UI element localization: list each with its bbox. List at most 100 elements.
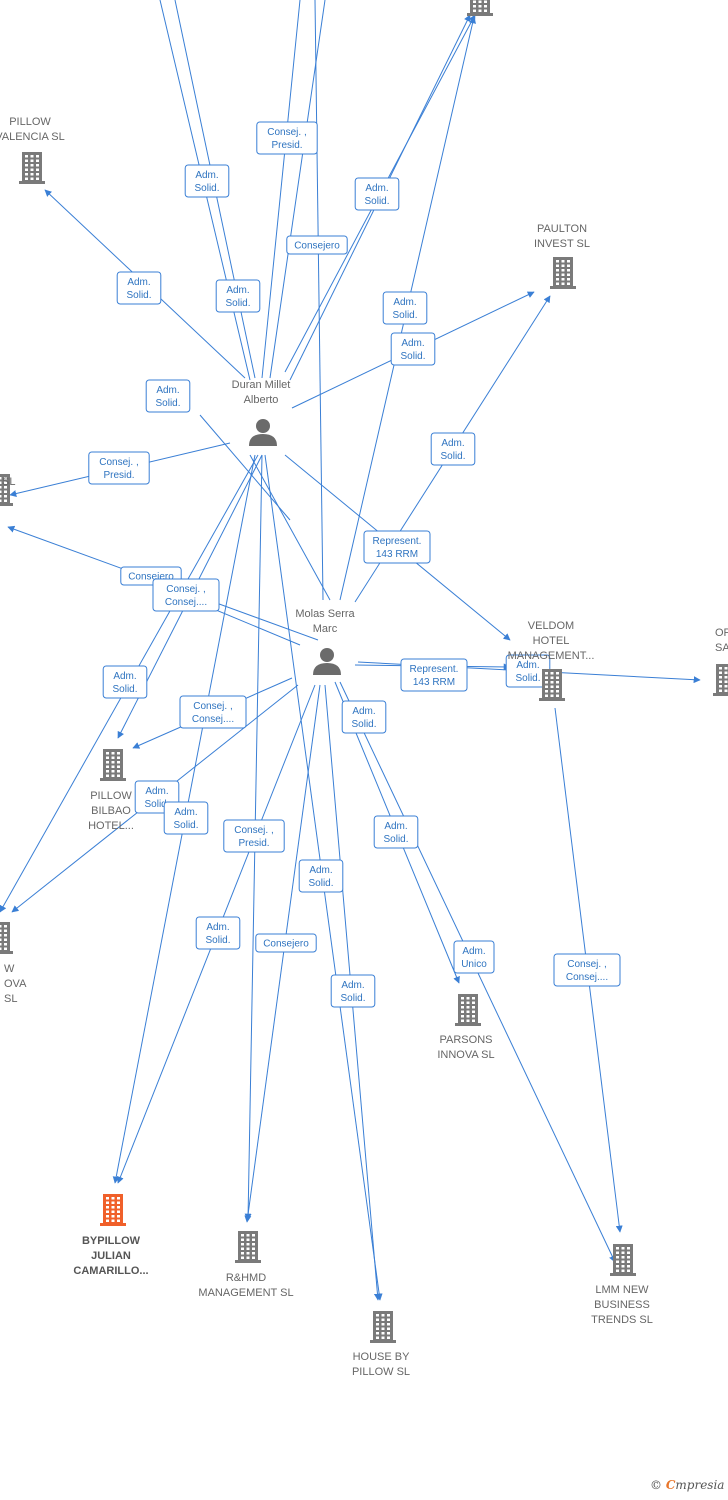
edge-label-text: Solid.	[308, 878, 333, 889]
edge-label-box	[341, 700, 387, 734]
edge-label-text: Adm.	[206, 922, 229, 933]
edge-label-text: Adm.	[401, 338, 424, 349]
edge-label-text: Adm.	[309, 865, 332, 876]
edge-label-text: Solid.	[194, 183, 219, 194]
edge-label-box	[184, 164, 230, 198]
edge-label[interactable]: Consejero	[255, 933, 317, 953]
edge-label[interactable]: Adm.Solid.	[330, 974, 376, 1008]
edge-label-text: Consejero	[294, 241, 340, 252]
company-node[interactable]: OPCOSATEL	[713, 627, 728, 696]
company-node[interactable]: BYPILLOWJULIANCAMARILLO...	[73, 1194, 149, 1277]
edge-label[interactable]: Adm.Solid.	[163, 801, 209, 835]
node-label: Molas Serra	[295, 608, 355, 620]
edge-label[interactable]: Adm.Solid.	[390, 332, 436, 366]
edge-label[interactable]: Adm.Solid.	[354, 177, 400, 211]
edge-label[interactable]: Adm.Solid.	[341, 700, 387, 734]
edge-label-text: Unico	[461, 959, 487, 970]
building-icon	[713, 664, 728, 696]
edge-line	[249, 454, 331, 601]
node-label: INVEST SL	[534, 238, 590, 250]
edge-label[interactable]: Adm.Solid.	[184, 164, 230, 198]
node-label: Marc	[313, 623, 338, 635]
edge-label[interactable]: Adm. Solid.	[298, 859, 344, 893]
edge-label-text: Adm.	[441, 438, 464, 449]
edge-label-box	[553, 953, 621, 987]
node-label: MANAGEMENT SL	[198, 1287, 293, 1299]
edge-line	[269, 0, 326, 379]
edge-label-text: 143 RRM	[376, 549, 418, 560]
edge-label-box	[330, 974, 376, 1008]
node-label: MANAGEMENT...	[508, 650, 595, 662]
edge-label-box	[373, 815, 419, 849]
edge-label[interactable]: Consej. ,Consej....	[179, 695, 247, 729]
edge-label-text: Consej. ,	[567, 959, 606, 970]
company-node[interactable]: LMM NEW BUSINESS TRENDS SL	[591, 1244, 653, 1326]
company-node[interactable]: PILLOWBILBAOHOTEL...	[88, 749, 134, 832]
edge-label[interactable]: Consej. , Consej....	[553, 953, 621, 987]
node-label: BUSINESS	[594, 1299, 650, 1311]
node-label: BYPILLOW	[82, 1235, 141, 1247]
edge-label[interactable]: Consej. ,Consej....	[152, 578, 220, 612]
edge-label[interactable]: Adm.Solid.	[102, 665, 148, 699]
company-node[interactable]: SL	[0, 474, 15, 506]
node-label: SL	[4, 993, 17, 1005]
edge-label-text: Solid.	[351, 719, 376, 730]
edge-label-text: Adm.	[226, 285, 249, 296]
edge-label[interactable]: Adm.Solid.	[382, 291, 428, 325]
edge-label-text: Solid.	[364, 196, 389, 207]
company-node[interactable]: HOUSE BYPILLOW SL	[352, 1311, 410, 1378]
edge-label[interactable]: Consej. ,Presid.	[223, 819, 285, 853]
edge-label[interactable]: Adm.Solid.	[195, 916, 241, 950]
building-icon	[19, 152, 45, 184]
edge-label[interactable]: Adm.Solid.	[145, 379, 191, 413]
edge-label-text: Adm.	[113, 671, 136, 682]
edge-label[interactable]: Consej. ,Presid.	[88, 451, 150, 485]
edge-label[interactable]: Consejero	[286, 235, 348, 255]
edge-label-box	[116, 271, 162, 305]
building-icon	[550, 257, 576, 289]
edge-label-box	[88, 451, 150, 485]
edge-label[interactable]: Consej. ,Presid.	[256, 121, 318, 155]
edge-label-text: Solid.	[383, 834, 408, 845]
edge-label-box	[286, 235, 348, 255]
edge-label-text: Adm.	[145, 786, 168, 797]
edge-label[interactable]: Adm.Solid.	[373, 815, 419, 849]
edge-label-text: Consej....	[566, 972, 608, 983]
node-label: TRENDS SL	[591, 1314, 653, 1326]
node-label: VALENCIA SL	[0, 131, 65, 143]
building-icon	[0, 474, 13, 506]
company-node[interactable]: R&HMD MANAGEMENT SL	[198, 1231, 294, 1299]
edge-label[interactable]: Adm.Solid.	[215, 279, 261, 313]
edge-label[interactable]: Adm.Solid.	[430, 432, 476, 466]
edge-label[interactable]: Represent.143 RRM	[363, 530, 431, 564]
node-label: LMM NEW	[595, 1284, 649, 1296]
node-label: INNOVA SL	[437, 1049, 494, 1061]
edge-label[interactable]: Adm.Solid.	[116, 271, 162, 305]
edge-label-text: Solid.	[155, 398, 180, 409]
edge-label-box	[400, 658, 468, 692]
edge-label[interactable]: Adm.Unico	[453, 940, 495, 974]
edge-label-text: Consej....	[165, 597, 207, 608]
company-node[interactable]	[467, 0, 493, 16]
edge-label-box	[298, 859, 344, 893]
edge-line	[314, 0, 324, 601]
company-node[interactable]: VELDOMHOTELMANAGEMENT...	[508, 620, 595, 701]
edges-layer	[0, 0, 701, 1301]
building-icon	[455, 994, 481, 1026]
node-label: W	[4, 963, 15, 975]
edge-label-box	[453, 940, 495, 974]
node-label: R&HMD	[226, 1272, 266, 1284]
edge-label-text: Consejero	[263, 939, 309, 950]
person-icon	[313, 648, 341, 675]
edge-label[interactable]: Represent.143 RRM	[400, 658, 468, 692]
edge-label-text: Adm.	[341, 980, 364, 991]
edge-label-text: Consej. ,	[193, 701, 232, 712]
